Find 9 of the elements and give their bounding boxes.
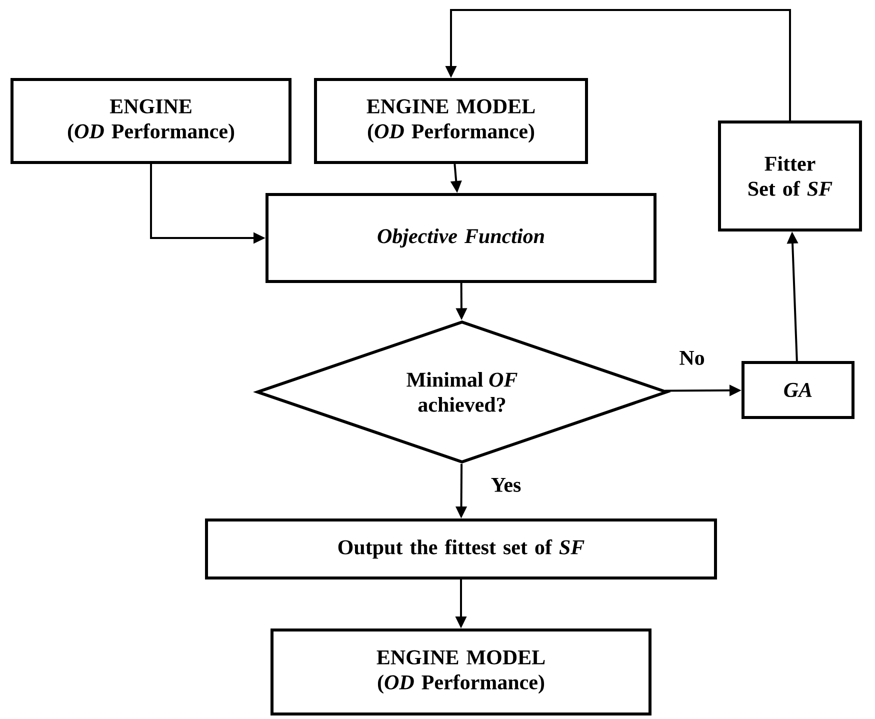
hatched-box: GA	[742, 361, 854, 419]
process-box: Objective Function	[266, 193, 656, 283]
edge-label: Yes	[490, 477, 522, 493]
process-box: Fitter Set of SF	[718, 120, 862, 232]
process-box: Output the fittest set of SF	[205, 518, 717, 580]
process-box: ENGINE MODEL (OD Performance)	[314, 78, 588, 164]
edge-label: No	[678, 350, 706, 366]
process-box: ENGINE (OD Performance)	[10, 78, 292, 164]
process-box: ENGINE MODEL (OD Performance)	[270, 628, 652, 716]
